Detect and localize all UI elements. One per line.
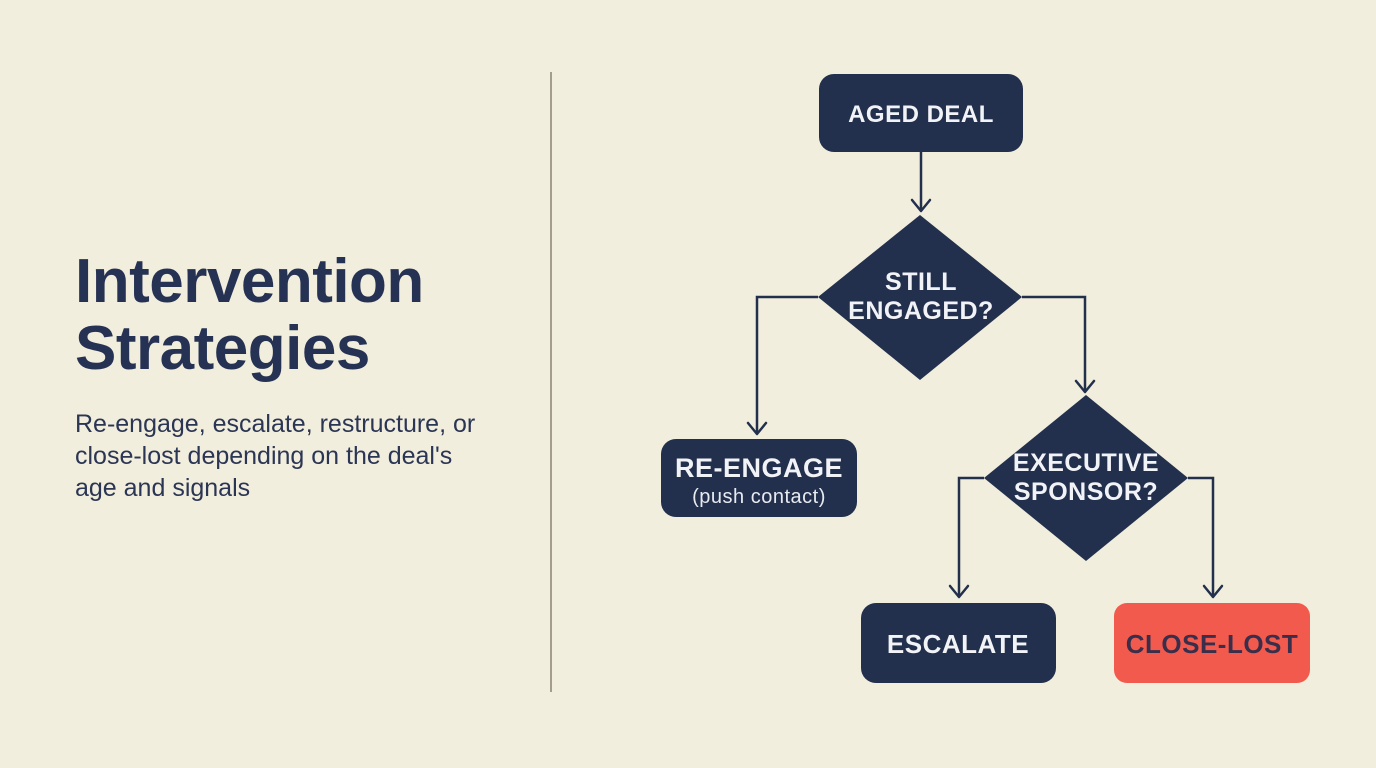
node-escalate-label: ESCALATE bbox=[887, 629, 1029, 659]
node-executive-sponsor-line1: EXECUTIVE bbox=[1013, 449, 1159, 477]
node-re-engage-sublabel: (push contact) bbox=[692, 486, 826, 508]
node-re-engage: RE-ENGAGE (push contact) bbox=[661, 439, 857, 517]
node-still-engaged-line1: STILL bbox=[885, 268, 957, 296]
page-subtitle: Re-engage, escalate, restructure, or clo… bbox=[75, 410, 476, 502]
connector-aged-to-engaged bbox=[910, 152, 932, 213]
page-title-line-2: Strategies bbox=[75, 314, 370, 383]
node-still-engaged-line2: ENGAGED? bbox=[848, 297, 994, 325]
node-still-engaged: STILL ENGAGED? bbox=[818, 215, 1022, 380]
node-close-lost-label: CLOSE-LOST bbox=[1126, 629, 1299, 659]
page-title-line-1: Intervention bbox=[75, 247, 424, 316]
divider-line bbox=[550, 72, 552, 692]
node-escalate: ESCALATE bbox=[861, 603, 1056, 683]
node-close-lost: CLOSE-LOST bbox=[1114, 603, 1310, 683]
node-executive-sponsor-line2: SPONSOR? bbox=[1014, 478, 1158, 506]
connector-engaged-to-reengage bbox=[746, 295, 818, 436]
node-executive-sponsor: EXECUTIVE SPONSOR? bbox=[984, 395, 1188, 561]
connector-engaged-to-sponsor bbox=[1022, 295, 1096, 394]
node-aged-deal: AGED DEAL bbox=[819, 74, 1023, 152]
connector-sponsor-to-escalate bbox=[948, 476, 984, 599]
left-panel: Intervention Strategies Re-engage, escal… bbox=[75, 248, 515, 504]
connector-sponsor-to-closelost bbox=[1188, 476, 1224, 599]
node-aged-deal-label: AGED DEAL bbox=[848, 101, 994, 128]
node-re-engage-label: RE-ENGAGE bbox=[675, 453, 843, 483]
